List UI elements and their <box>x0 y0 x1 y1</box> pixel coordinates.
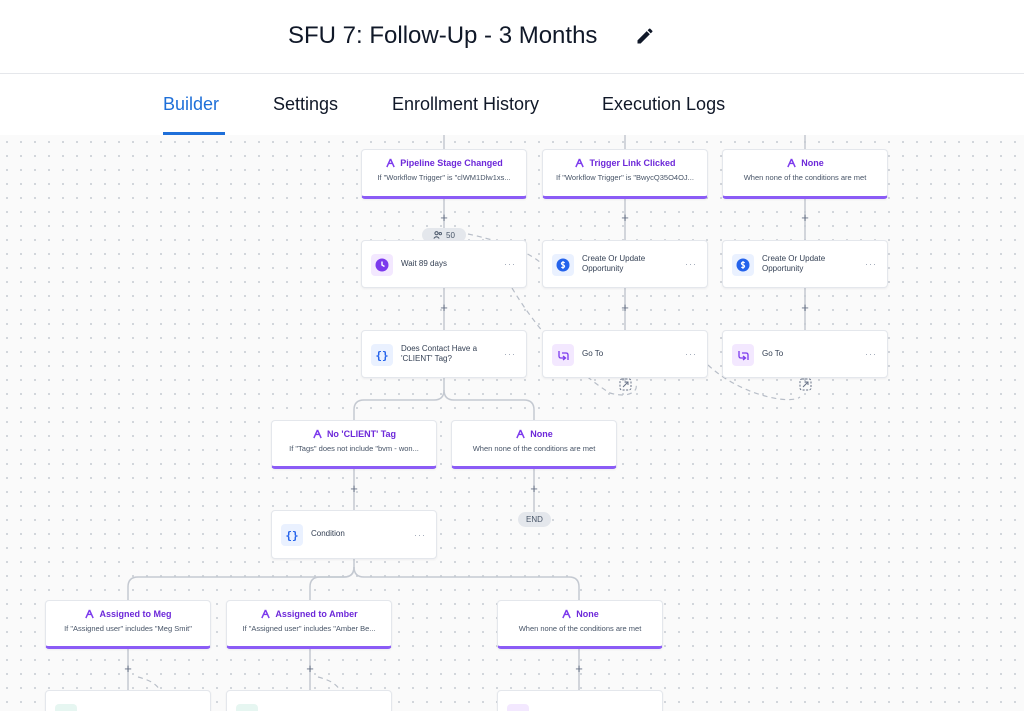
tab-execution-logs[interactable]: Execution Logs <box>602 94 726 114</box>
action-go-to[interactable]: Go To ··· <box>722 330 888 378</box>
add-step-button[interactable]: + <box>801 210 809 225</box>
contact-count-badge[interactable]: 50 <box>422 228 466 242</box>
branch-icon <box>386 158 396 168</box>
contact-count: 50 <box>446 230 455 240</box>
goto-icon <box>732 344 754 366</box>
dollar-icon <box>732 254 754 276</box>
more-options-icon[interactable]: ··· <box>865 349 877 359</box>
action-label: Does Contact Have a 'CLIENT' Tag? <box>401 343 478 363</box>
clock-icon <box>371 254 393 276</box>
step-icon <box>507 704 529 711</box>
add-step-button[interactable]: + <box>621 300 629 315</box>
add-step-button[interactable]: + <box>530 481 538 496</box>
more-options-icon[interactable]: ··· <box>685 259 697 269</box>
branch-title: No 'CLIENT' Tag <box>326 429 397 439</box>
more-options-icon[interactable]: ··· <box>504 259 516 269</box>
branch-icon <box>562 609 572 619</box>
branch-subtitle: When none of the conditions are met <box>743 173 867 182</box>
branch-pipeline-stage-changed[interactable]: Pipeline Stage Changed If "Workflow Trig… <box>361 149 527 199</box>
workflow-canvas[interactable]: Pipeline Stage Changed If "Workflow Trig… <box>0 135 1024 711</box>
tab-bar: Builder Settings Enrollment History Exec… <box>0 74 1024 135</box>
branch-title: Assigned to Meg <box>99 609 172 619</box>
braces-icon: {} <box>371 344 393 366</box>
edit-pencil-icon[interactable] <box>635 26 655 46</box>
add-step-button[interactable]: + <box>350 481 358 496</box>
branch-title: None <box>530 429 553 439</box>
branch-subtitle: When none of the conditions are met <box>518 624 642 633</box>
branch-title: None <box>576 609 599 619</box>
users-icon <box>433 231 442 239</box>
branch-assigned-to-amber[interactable]: Assigned to Amber If "Assigned user" inc… <box>226 600 392 649</box>
tab-enrollment-history[interactable]: Enrollment History <box>392 94 540 114</box>
branch-icon <box>85 609 95 619</box>
jump-link-icon[interactable] <box>617 376 633 392</box>
branch-icon <box>575 158 585 168</box>
action-create-opportunity[interactable]: Create Or Update Opportunity ··· <box>722 240 888 288</box>
branch-no-client-tag[interactable]: No 'CLIENT' Tag If "Tags" does not inclu… <box>271 420 437 469</box>
action-node-partial[interactable] <box>226 690 392 711</box>
add-step-button[interactable]: + <box>306 661 314 676</box>
action-wait[interactable]: Wait 89 days ··· <box>361 240 527 288</box>
add-step-button[interactable]: + <box>575 661 583 676</box>
header-bar: SFU 7: Follow-Up - 3 Months <box>0 0 1024 74</box>
step-icon <box>236 704 258 711</box>
action-label: Create Or Update Opportunity <box>762 253 826 273</box>
branch-subtitle: If "Assigned user" includes "Meg Smit" <box>64 624 192 633</box>
action-label: Go To <box>762 348 784 358</box>
action-condition[interactable]: {} Condition ··· <box>271 510 437 559</box>
more-options-icon[interactable]: ··· <box>414 529 426 540</box>
tab-settings[interactable]: Settings <box>273 94 339 114</box>
add-step-button[interactable]: + <box>124 661 132 676</box>
branch-none-middle[interactable]: None When none of the conditions are met <box>451 420 617 469</box>
branch-assigned-to-meg[interactable]: Assigned to Meg If "Assigned user" inclu… <box>45 600 211 649</box>
action-go-to[interactable]: Go To ··· <box>542 330 708 378</box>
braces-icon: {} <box>281 524 303 546</box>
add-step-button[interactable]: + <box>440 300 448 315</box>
branch-icon <box>787 158 797 168</box>
branch-title: Trigger Link Clicked <box>589 158 676 168</box>
branch-icon <box>516 429 526 439</box>
branch-trigger-link-clicked[interactable]: Trigger Link Clicked If "Workflow Trigge… <box>542 149 708 199</box>
goto-icon <box>552 344 574 366</box>
add-step-button[interactable]: + <box>801 300 809 315</box>
branch-subtitle: If "Workflow Trigger" is "clWM1Dlw1xs... <box>377 173 511 182</box>
branch-title: Pipeline Stage Changed <box>400 158 503 168</box>
action-label: Create Or Update Opportunity <box>582 253 646 273</box>
branch-subtitle: When none of the conditions are met <box>472 444 596 453</box>
add-step-button[interactable]: + <box>621 210 629 225</box>
connector-lines <box>127 135 806 711</box>
branch-subtitle: If "Assigned user" includes "Amber Be... <box>242 624 376 633</box>
branch-none-top[interactable]: None When none of the conditions are met <box>722 149 888 199</box>
jump-link-icon[interactable] <box>797 376 813 392</box>
branch-icon <box>261 609 271 619</box>
action-label: Go To <box>582 348 604 358</box>
action-label: Wait 89 days <box>401 258 447 268</box>
branch-subtitle: If "Workflow Trigger" is "BwycQ35O4OJ... <box>556 173 694 182</box>
more-options-icon[interactable]: ··· <box>685 349 697 359</box>
action-node-partial[interactable] <box>45 690 211 711</box>
more-options-icon[interactable]: ··· <box>504 349 516 359</box>
dollar-icon <box>552 254 574 276</box>
action-create-opportunity[interactable]: Create Or Update Opportunity ··· <box>542 240 708 288</box>
active-tab-indicator <box>163 132 225 135</box>
more-options-icon[interactable]: ··· <box>865 259 877 269</box>
action-if-else-client-tag[interactable]: {} Does Contact Have a 'CLIENT' Tag? ··· <box>361 330 527 378</box>
end-marker: END <box>518 512 551 527</box>
tab-builder[interactable]: Builder <box>163 94 220 114</box>
workflow-title: SFU 7: Follow-Up - 3 Months <box>288 22 598 49</box>
action-node-partial[interactable] <box>497 690 663 711</box>
branch-none-bottom[interactable]: None When none of the conditions are met <box>497 600 663 649</box>
branch-title: Assigned to Amber <box>275 609 358 619</box>
action-label: Condition <box>311 529 345 539</box>
add-step-button[interactable]: + <box>440 210 448 225</box>
branch-title: None <box>801 158 824 168</box>
branch-subtitle: If "Tags" does not include "bvm - won... <box>289 444 419 453</box>
branch-icon <box>313 429 322 439</box>
step-icon <box>55 704 77 711</box>
